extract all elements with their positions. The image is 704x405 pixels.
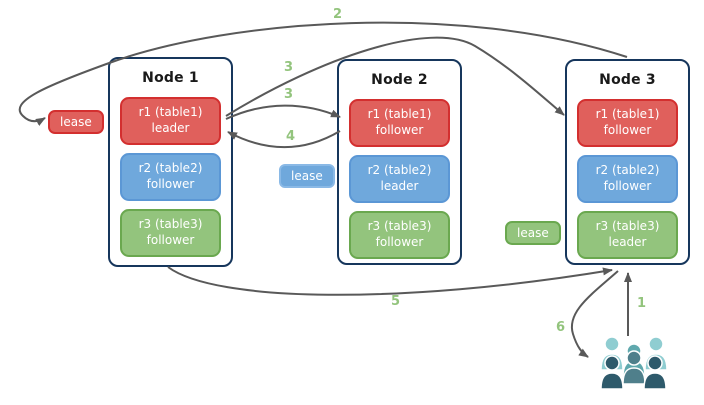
replica-role: leader (608, 235, 647, 249)
replica-role: follower (603, 123, 652, 137)
replica-name: r1 (table1) (138, 105, 203, 120)
node1-replica-r2-follower: r2 (table2) follower (120, 153, 221, 201)
node1-replica-r3-follower: r3 (table3) follower (120, 209, 221, 257)
replica-name: r2 (table2) (595, 163, 660, 178)
node-2-container: Node 2 r1 (table1) follower r2 (table2) … (337, 59, 462, 265)
node3-replica-r2-follower: r2 (table2) follower (577, 155, 678, 203)
lease-badge-red: lease (48, 110, 104, 134)
replica-name: r1 (table1) (595, 107, 660, 122)
node3-replica-r3-leader: r3 (table3) leader (577, 211, 678, 259)
arrow-step-3-to-node2 (225, 104, 341, 120)
step-label-2: 2 (333, 7, 343, 22)
node-2-title: Node 2 (371, 72, 428, 88)
replica-name: r3 (table3) (595, 219, 660, 234)
step-label-4: 4 (286, 129, 296, 144)
replica-role: leader (151, 121, 190, 135)
step-label-6: 6 (556, 320, 566, 335)
node3-replica-r1-follower: r1 (table1) follower (577, 99, 678, 147)
node-3-container: Node 3 r1 (table1) follower r2 (table2) … (565, 59, 690, 265)
replica-name: r3 (table3) (367, 219, 432, 234)
replica-role: follower (146, 177, 195, 191)
replica-role: leader (380, 179, 419, 193)
replica-role: follower (375, 235, 424, 249)
node-1-title: Node 1 (142, 70, 199, 86)
replica-name: r2 (table2) (138, 161, 203, 176)
node-3-title: Node 3 (599, 72, 656, 88)
lease-badge-green: lease (505, 221, 561, 245)
node2-replica-r2-leader: r2 (table2) leader (349, 155, 450, 203)
lease-badge-blue: lease (279, 164, 335, 188)
replica-role: follower (603, 179, 652, 193)
step-label-3a: 3 (284, 60, 294, 75)
node2-replica-r1-follower: r1 (table1) follower (349, 99, 450, 147)
node2-replica-r3-follower: r3 (table3) follower (349, 211, 450, 259)
replica-role: follower (146, 233, 195, 247)
step-label-5: 5 (391, 294, 401, 309)
arrow-step-6 (570, 270, 619, 358)
step-label-3b: 3 (284, 87, 294, 102)
replica-name: r1 (table1) (367, 107, 432, 122)
arrow-step-4 (227, 130, 341, 149)
node-1-container: Node 1 r1 (table1) leader r2 (table2) fo… (108, 57, 233, 267)
users-group-icon (600, 336, 668, 390)
replica-role: follower (375, 123, 424, 137)
arrow-step-5 (167, 266, 613, 296)
replica-name: r3 (table3) (138, 217, 203, 232)
step-label-1: 1 (637, 296, 647, 311)
node1-replica-r1-leader: r1 (table1) leader (120, 97, 221, 145)
replica-name: r2 (table2) (367, 163, 432, 178)
